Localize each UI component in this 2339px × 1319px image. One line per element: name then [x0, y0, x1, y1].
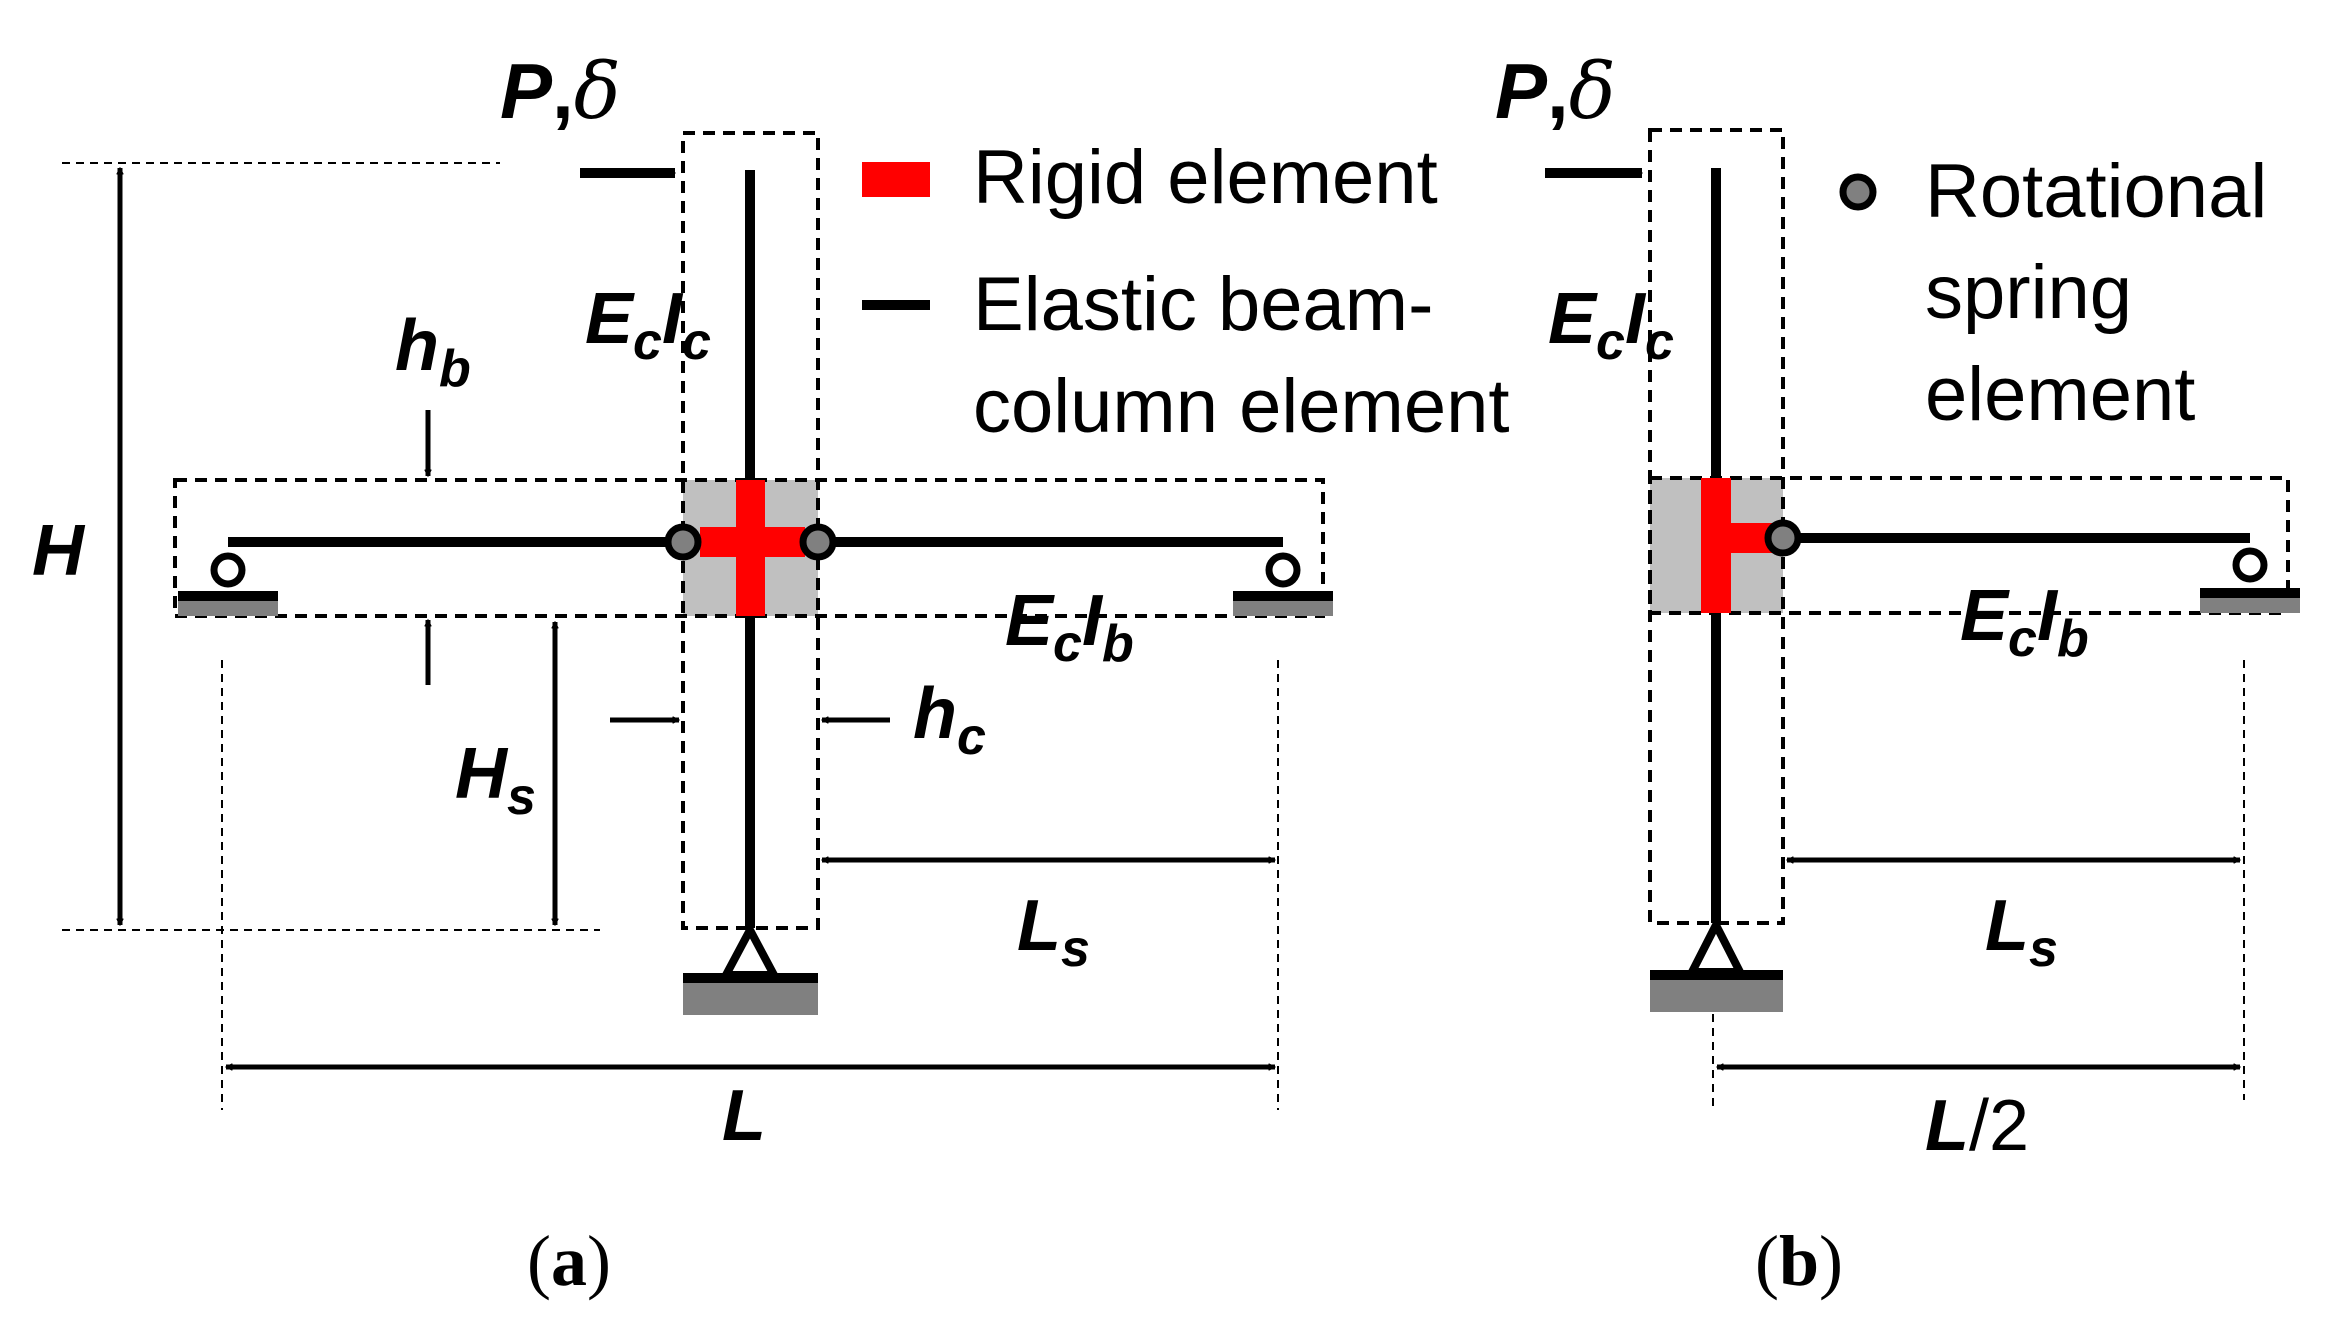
rotational-spring-b — [1764, 519, 1802, 557]
ground-left — [178, 601, 278, 616]
label-hb: hb — [395, 306, 471, 398]
label-Hs: Hs — [455, 734, 536, 826]
caption-a: (a) — [527, 1221, 611, 1301]
label-hc: hc — [913, 674, 986, 766]
label-Ls-b: Ls — [1985, 886, 2058, 978]
legend-spring-label-1: Rotational — [1925, 149, 2267, 234]
legend-rigid-label: Rigid element — [973, 135, 1438, 220]
caption-b: (b) — [1755, 1221, 1843, 1301]
rotational-spring-right — [799, 523, 837, 561]
roller-support-b — [2232, 547, 2268, 583]
label-L: L — [722, 1076, 766, 1156]
roller-support-left — [210, 552, 246, 588]
panel-b: P,δ EcIc EcIb Ls L/2 (b) — [1495, 47, 2300, 1301]
panel-a: P,δ EcIc EcIb H Hs hb hc Ls L (a) — [32, 47, 1333, 1301]
legend-b: Rotational spring element — [1839, 149, 2267, 437]
beam-outline — [173, 478, 1325, 618]
ground-base — [683, 983, 818, 1015]
pin-support — [719, 921, 781, 979]
rotational-spring-left — [664, 523, 702, 561]
beam-outline-b — [1648, 476, 2290, 615]
legend-elastic-label-2: column element — [973, 364, 1510, 449]
legend-rigid-swatch — [862, 162, 930, 197]
legend-spring-label-2: spring — [1925, 250, 2132, 335]
label-Ls: Ls — [1017, 886, 1090, 978]
label-half-L: L/2 — [1925, 1086, 2029, 1166]
ground-right — [1233, 601, 1333, 616]
ground-base-b — [1650, 980, 1783, 1012]
load-label-b: P,δ — [1495, 47, 1616, 137]
legend-spring-swatch — [1839, 173, 1877, 211]
load-label: P,δ — [500, 47, 621, 137]
column-stiffness-label-b: EcIc — [1548, 279, 1674, 371]
rigid-element-horizontal — [700, 527, 805, 557]
column-stiffness-label: EcIc — [585, 279, 711, 371]
ground-b — [2200, 598, 2300, 613]
beam-stiffness-label: EcIb — [1005, 581, 1134, 673]
label-H: H — [32, 511, 86, 591]
beam-stiffness-label-b: EcIb — [1960, 576, 2089, 668]
roller-support-right — [1265, 552, 1301, 588]
legend-spring-label-3: element — [1925, 352, 2195, 437]
legend-a: Rigid element Elastic beam- column eleme… — [862, 135, 1510, 449]
pin-support-b — [1685, 916, 1747, 976]
legend-elastic-label-1: Elastic beam- — [973, 262, 1433, 347]
